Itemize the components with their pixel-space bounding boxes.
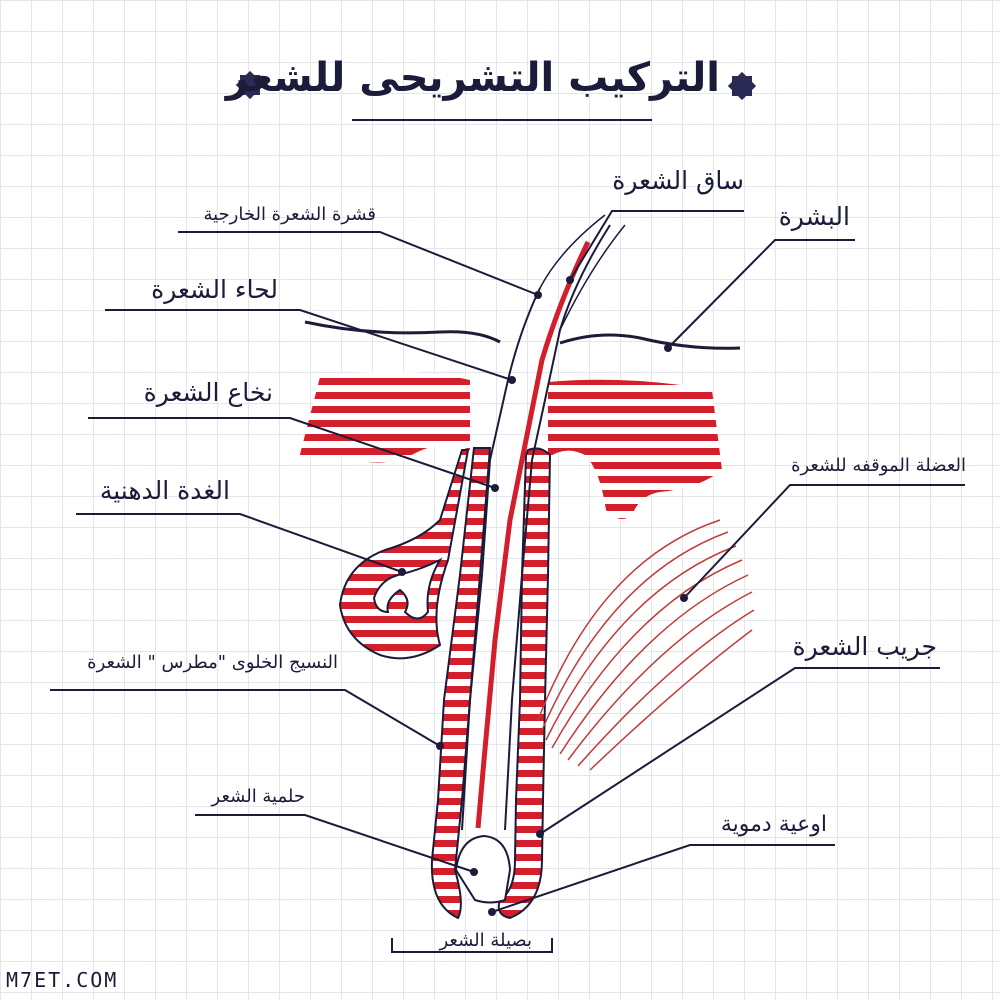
dot-follicle bbox=[536, 830, 544, 838]
title-star-left-icon bbox=[235, 70, 265, 100]
epidermis-surface-left bbox=[304, 320, 501, 344]
dot-papilla bbox=[470, 868, 478, 876]
leader-hair-shaft bbox=[569, 210, 744, 281]
dot-sebaceous-gland bbox=[398, 568, 406, 576]
label-cortex: لحاء الشعرة bbox=[151, 275, 278, 304]
label-cuticle: قشرة الشعرة الخارجية bbox=[203, 204, 376, 225]
follicle-right-wall bbox=[497, 447, 552, 920]
label-medulla: نخاع الشعرة bbox=[143, 378, 273, 407]
epidermis-surface-right bbox=[559, 333, 741, 350]
papilla-shape bbox=[454, 834, 512, 904]
label-bulb: بصيلة الشعر bbox=[439, 930, 532, 951]
dot-arrector-muscle bbox=[680, 594, 688, 602]
bulb-bracket bbox=[391, 938, 553, 953]
leader-dots bbox=[398, 276, 688, 916]
hair-shaft-outline-right bbox=[504, 224, 611, 831]
dermis-right-band bbox=[548, 379, 722, 519]
leader-cuticle bbox=[178, 231, 539, 296]
sebaceous-gland-shape bbox=[338, 449, 470, 660]
label-sebaceous-gland: الغدة الدهنية bbox=[99, 476, 230, 505]
dot-blood-vessels bbox=[488, 908, 496, 916]
hair-shaft-outline bbox=[461, 287, 541, 831]
title-star-right-icon bbox=[727, 71, 757, 101]
dot-cortex bbox=[508, 376, 516, 384]
label-epidermis: البشرة bbox=[778, 202, 850, 231]
dot-medulla bbox=[491, 484, 499, 492]
label-blood-vessels: اوعية دموية bbox=[720, 812, 827, 837]
hair-tip-strokes bbox=[539, 214, 626, 331]
dot-hair-shaft bbox=[566, 276, 574, 284]
leader-arrector-muscle bbox=[683, 484, 965, 599]
medulla-line bbox=[475, 240, 591, 829]
leader-blood-vessels bbox=[491, 844, 835, 913]
watermark-logo: M7ET.COM bbox=[6, 968, 119, 992]
leader-matrix bbox=[50, 689, 441, 747]
leader-papilla bbox=[195, 814, 475, 873]
arrector-muscle bbox=[537, 519, 755, 771]
leader-lines bbox=[50, 210, 965, 953]
label-papilla: حلمية الشعر bbox=[211, 786, 305, 807]
dot-epidermis bbox=[664, 344, 672, 352]
leader-follicle bbox=[539, 667, 940, 835]
page-title: التركيب التشريحى للشعر bbox=[225, 55, 720, 101]
leader-epidermis bbox=[667, 239, 855, 349]
gland-lobules bbox=[372, 557, 443, 620]
leader-cortex bbox=[105, 309, 513, 381]
dermis-left-band bbox=[298, 371, 470, 463]
dot-matrix bbox=[436, 742, 444, 750]
leader-sebaceous-gland bbox=[76, 513, 403, 573]
label-follicle: جريب الشعرة bbox=[792, 632, 937, 661]
label-matrix: النسيج الخلوى "مطرس " الشعرة bbox=[87, 652, 338, 673]
label-arrector-muscle: العضلة الموقفه للشعرة bbox=[791, 455, 966, 476]
leader-medulla bbox=[88, 417, 496, 489]
dot-cuticle bbox=[534, 291, 542, 299]
label-hair-shaft: ساق الشعرة bbox=[612, 166, 744, 195]
